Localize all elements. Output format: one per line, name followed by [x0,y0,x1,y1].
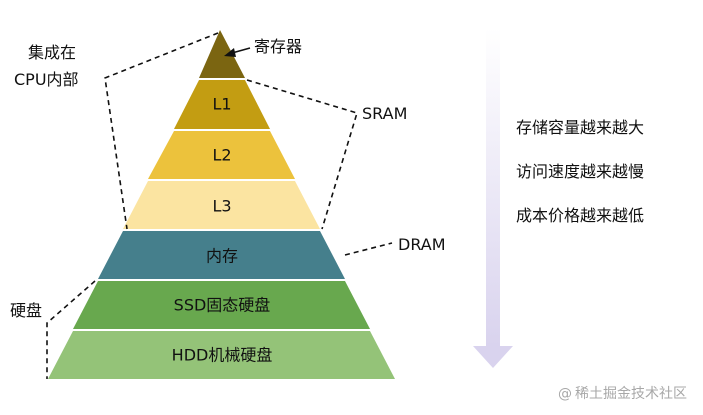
register-pointer [231,47,251,54]
tier-l3-label: L3 [212,197,231,216]
property-speed: 访问速度越来越慢 [516,162,644,181]
property-capacity: 存储容量越来越大 [516,118,644,137]
tier-hdd-label: HDD机械硬盘 [172,346,273,365]
arrowhead-icon [224,48,236,57]
dram-annotation: DRAM [344,235,446,256]
disk-label: 硬盘 [10,301,42,320]
trend-arrow [473,28,513,368]
tier-l2-label: L2 [212,146,231,165]
at-sign-icon: @ [558,386,572,402]
tier-ssd [73,281,370,329]
cpu-label-line2: CPU内部 [14,70,79,89]
watermark: @ 稀土掘金技术社区 [558,386,687,402]
tier-l2 [148,131,295,179]
tier-ssd-label: SSD固态硬盘 [174,296,271,315]
sram-annotation: SRAM [246,79,407,230]
sram-label: SRAM [362,104,407,123]
register-label: 寄存器 [254,37,302,56]
tier-hdd [48,331,395,379]
watermark-text: 稀土掘金技术社区 [575,386,687,402]
dram-label: DRAM [398,235,446,254]
property-cost: 成本价格越来越低 [516,206,644,225]
dram-pointer [344,242,393,256]
tier-l3 [123,181,320,229]
register-annotation: 寄存器 [224,37,302,57]
cpu-annotation: 集成在 CPU内部 [14,32,219,230]
pyramid: L1 L2 L3 内存 SSD固态硬盘 HDD机械硬盘 [48,30,395,379]
trend-arrow-shaft [486,28,500,346]
tier-register [199,30,245,78]
cpu-label-line1: 集成在 [28,43,76,62]
arrow-down-icon [473,346,513,368]
tier-memory [98,231,345,279]
sram-bracket [246,79,358,230]
disk-annotation: 硬盘 [10,280,96,379]
disk-bracket [46,280,96,379]
tier-l1-label: L1 [212,95,231,114]
cpu-bracket [104,32,219,230]
tier-l1 [174,80,270,129]
tier-memory-label: 内存 [206,247,238,266]
properties: 存储容量越来越大 访问速度越来越慢 成本价格越来越低 [516,118,644,225]
